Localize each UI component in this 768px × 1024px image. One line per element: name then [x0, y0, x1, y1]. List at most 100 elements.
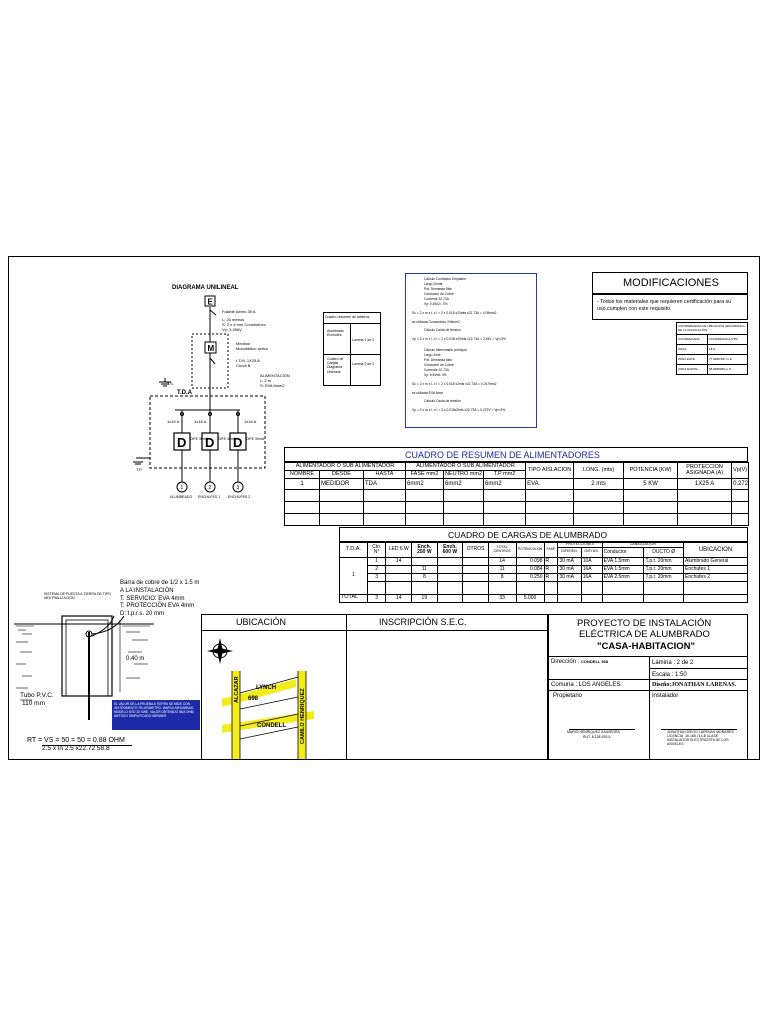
svg-text:D: D	[233, 435, 242, 450]
coordinates-table: COORDENADAS DE UBICACIÓN GEOGRÁFICA DE L…	[676, 322, 749, 375]
svg-text:T.P.: T.P.	[136, 467, 142, 472]
proyecto-title-1: PROYECTO DE INSTALACIÓN	[577, 618, 712, 629]
modificaciones-box: MODIFICACIONES	[592, 272, 748, 294]
svg-text:698: 698	[248, 696, 259, 702]
calc-line: Conductor de Cobre	[424, 292, 454, 296]
barra-label: Barra de cobre de 1/2 x 1.5 m	[120, 580, 200, 586]
svg-text:Medidor: Medidor	[236, 341, 251, 346]
proyecto-panel: PROYECTO DE INSTALACIÓN ELÉCTRICA DE ALU…	[548, 614, 748, 760]
calc-line: Conductor de Cobre	[424, 363, 454, 367]
calc-line: se utilizara Concentrico 2x6mm2	[412, 320, 460, 324]
telurimetro-note: EL VALOR DE LA PRUEBA A TIERRA SE MIDE C…	[112, 700, 200, 730]
svg-text:T.S.: T.S.	[167, 381, 174, 386]
calc-line: Cálculo Alimentador principal	[424, 348, 467, 352]
svg-text:CAMILO HENRIQUEZ: CAMILO HENRIQUEZ	[300, 688, 306, 744]
svg-text:Monofásico activo: Monofásico activo	[236, 346, 269, 351]
direccion-value: CONDELL 968	[581, 659, 609, 664]
ground-rod-diagram: 0.40 m	[14, 615, 154, 720]
svg-text:1x10 A: 1x10 A	[167, 419, 180, 424]
instalador: Instalador	[652, 693, 679, 699]
svg-text:2: 2	[209, 485, 212, 491]
cargas-title: CUADRO DE CARGAS DE ALUMBRADO	[448, 530, 608, 540]
tableros-summary: Cuadro resumen de tableros Alumbrado Enc…	[323, 312, 381, 386]
alim-empty-row	[284, 501, 750, 514]
svg-text:0.40 m: 0.40 m	[126, 656, 144, 662]
svg-text:L: 20 metros: L: 20 metros	[222, 317, 244, 322]
propietario: Propietario	[553, 693, 583, 699]
svg-text:ALIMENTACIÓN: ALIMENTACIÓN	[260, 373, 290, 378]
calc-line: Sc = 2 x m x L x I = 2 x 0.018 x2mts x22…	[412, 382, 497, 386]
calc-line: se utilizara EVA 6mm	[412, 391, 444, 395]
calc-line: Corriente 22.73A	[424, 297, 449, 301]
proyecto-title-3: "CASA-HABITACION"	[597, 641, 696, 652]
svg-text:Vp: 3.456V: Vp: 3.456V	[222, 327, 242, 332]
svg-text:S: 2 x # mm Concéntrico: S: 2 x # mm Concéntrico	[222, 322, 267, 327]
m-box-label: M	[208, 344, 215, 353]
svg-text:D: D	[205, 435, 214, 450]
svg-text:1: 1	[181, 485, 184, 491]
alimentadores-title-box: CUADRO DE RESUMEN DE ALIMENTADORES	[284, 447, 748, 462]
calc-line: Largo 20mts	[424, 282, 443, 286]
svg-text:Curva B: Curva B	[236, 363, 251, 368]
modificaciones-note: - Todos los materiales que requieren cer…	[597, 299, 732, 313]
sistema-tierra-label: SISTEMA DE PUESTA A TIERRA DE TIPO NEUTR…	[44, 592, 111, 601]
svg-text:ALCAZAR: ALCAZAR	[234, 676, 240, 703]
calc-line: Largo 2mts	[424, 353, 441, 357]
svg-text:ENCHUFES 1: ENCHUFES 1	[198, 495, 220, 499]
cargas-title-box: CUADRO DE CARGAS DE ALUMBRADO	[339, 527, 748, 542]
location-map: LYNCH CONDELL 698 ALCAZAR CAMILO HENRIQU…	[207, 638, 314, 759]
calc-line: Pot. Demanda 5kw	[424, 287, 452, 291]
svg-text:L: 2 m: L: 2 m	[260, 378, 272, 383]
coord-row: COORDENADAS DE UBICACIÓN GEOGRÁFICA DE L…	[676, 322, 748, 335]
e-box-label: E	[208, 298, 214, 307]
calc-line: Sc = 2 x m x L x I = 2 x 0.018 x20mts x2…	[412, 311, 497, 315]
diagram-title: DIAGRAMA UNILINEAL	[172, 285, 239, 291]
modificaciones-title: MODIFICACIONES	[623, 277, 719, 289]
alim-empty-row	[284, 489, 750, 502]
svg-text:DIFE 30mA: DIFE 30mA	[246, 437, 265, 441]
comuna: Comuna : LOS ANGELES.	[551, 682, 623, 688]
svg-text:T.D.A: T.D.A	[177, 390, 193, 396]
lamina: Lamina : 2 de 2	[652, 660, 694, 666]
ubicacion-title: UBICACIÓN	[236, 617, 287, 627]
calc-line: Vp: 6.6Volt- 3%	[424, 373, 447, 377]
svg-text:I.T.M. 1X25 A: I.T.M. 1X25 A	[236, 358, 260, 363]
alim-empty-row	[284, 513, 750, 526]
svg-text:CONDELL: CONDELL	[257, 723, 286, 729]
direccion-label: Dirección :	[551, 659, 580, 665]
inscripcion-title: INSCRIPCIÓN S.E.C.	[379, 617, 467, 627]
svg-text:DIFE 30mA: DIFE 30mA	[190, 437, 209, 441]
proyecto-title-2: ELÉCTRICA DE ALUMBRADO	[579, 629, 710, 640]
modificaciones-note-box: - Todos los materiales que requieren cer…	[592, 294, 748, 320]
calc-line: Vp = 2 x m x L x I = 2 x 0.018x2mts x22.…	[412, 408, 506, 412]
svg-text:ENCHUFES 2: ENCHUFES 2	[228, 495, 250, 499]
svg-text:ALUMBRADO: ALUMBRADO	[170, 495, 192, 499]
svg-text:D: D	[177, 435, 186, 450]
calc-line: Corriente 22.73A	[424, 368, 449, 372]
alimentadores-title: CUADRO DE RESUMEN DE ALIMENTADORES	[405, 450, 600, 460]
svg-text:Fusible Aéreo 30 A: Fusible Aéreo 30 A	[222, 309, 256, 314]
svg-text:1x16 A: 1x16 A	[194, 419, 207, 424]
calc-line: Cálculo Caída de tensión	[424, 399, 461, 403]
svg-text:1x16 A: 1x16 A	[244, 419, 257, 424]
calc-line: Vp: 0.45x2= 3%	[424, 302, 448, 306]
cargas-empty-row	[340, 580, 749, 595]
single-line-diagram: E Fusible Aéreo 30 A L: 20 metros S: 2 x…	[133, 295, 290, 499]
calc-line: Cálculo Conductor Empalme	[424, 277, 466, 281]
calc-line: Cálculo Caída de tensión	[424, 328, 461, 332]
calc-line: Pot. Demanda 5kw	[424, 358, 452, 362]
calc-line: Vp = 2 x m x L x I = 2 x 0.018 x20mts x2…	[412, 337, 506, 341]
